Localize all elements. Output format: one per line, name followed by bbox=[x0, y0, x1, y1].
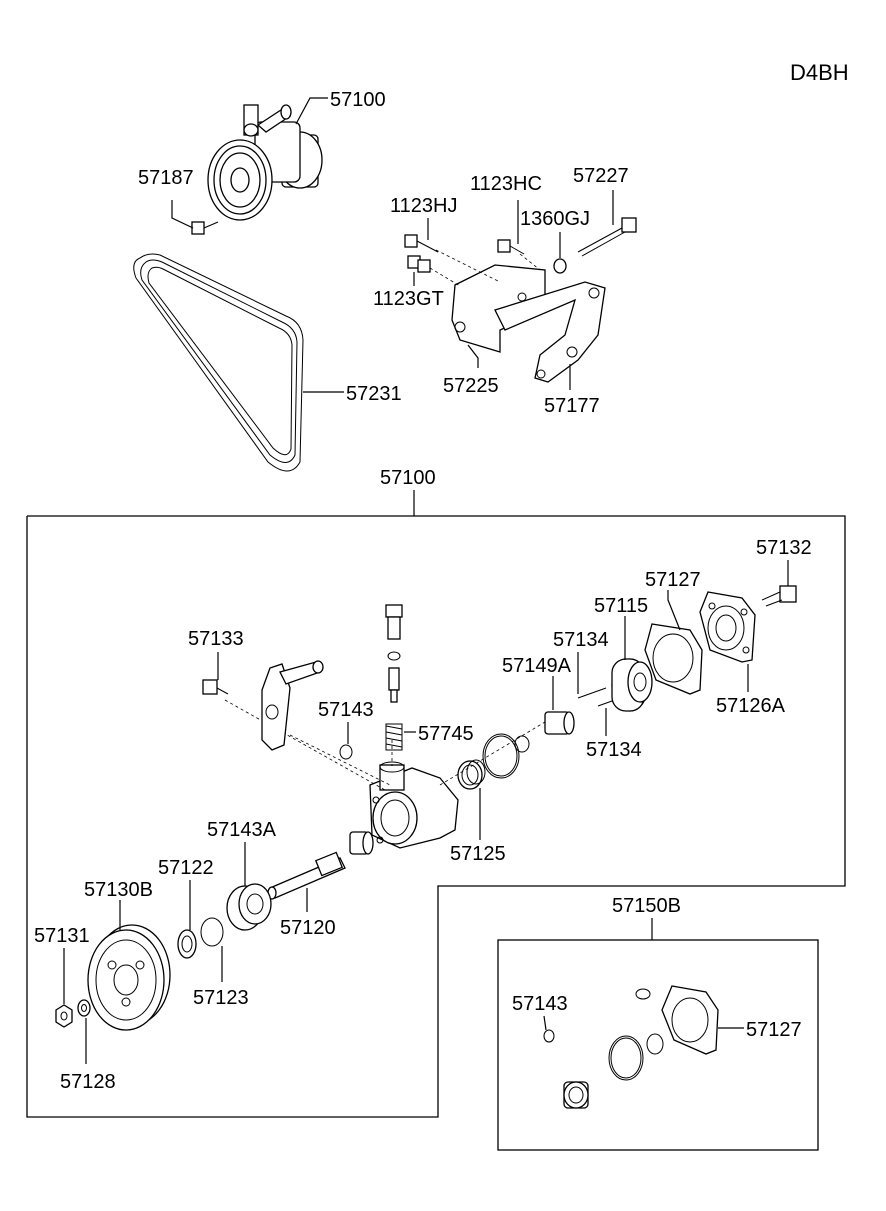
gasket-57127 bbox=[644, 623, 703, 695]
label-57120: 57120 bbox=[280, 917, 336, 939]
label-57177: 57177 bbox=[544, 395, 600, 417]
label-57227: 57227 bbox=[573, 165, 629, 187]
pump-body bbox=[369, 761, 459, 849]
label-57143-a: 57143 bbox=[318, 699, 374, 721]
kit-o-ring-small-top bbox=[635, 988, 651, 1000]
label-57100-box: 57100 bbox=[380, 467, 436, 489]
bolt-57187 bbox=[191, 221, 219, 235]
pulley-57130B bbox=[87, 924, 171, 1031]
label-57127-b: 57127 bbox=[746, 1019, 802, 1041]
snap-ring-57123 bbox=[200, 917, 224, 947]
washer-57128 bbox=[77, 999, 91, 1017]
kit-gasket-57127 bbox=[661, 985, 719, 1055]
label-57133: 57133 bbox=[188, 628, 244, 650]
rotor-57115 bbox=[611, 658, 653, 712]
engine-code: D4BH bbox=[790, 60, 849, 85]
leader-57143-b bbox=[543, 1015, 547, 1031]
shaft-57120 bbox=[267, 851, 346, 900]
label-57100-top: 57100 bbox=[330, 89, 386, 111]
washer-1360GJ bbox=[553, 258, 567, 274]
bolt-57133 bbox=[202, 679, 229, 695]
label-57187: 57187 bbox=[138, 167, 194, 189]
leader-57187 bbox=[171, 200, 194, 229]
bolt-57132 bbox=[761, 585, 797, 607]
kit-o-ring-medium bbox=[646, 1033, 664, 1055]
label-57150B: 57150B bbox=[612, 895, 681, 917]
label-57143-b: 57143 bbox=[512, 993, 568, 1015]
leader-57225 bbox=[467, 344, 479, 368]
bolt-1123HC bbox=[497, 239, 525, 255]
kit-bushing bbox=[563, 1081, 589, 1109]
label-57745: 57745 bbox=[418, 723, 474, 745]
cover-57126A bbox=[699, 591, 756, 663]
label-57127-a: 57127 bbox=[645, 569, 701, 591]
bolt-57227 bbox=[577, 217, 637, 257]
label-57130B: 57130B bbox=[84, 879, 153, 901]
label-57134-a: 57134 bbox=[553, 629, 609, 651]
seal-57125 bbox=[457, 759, 486, 790]
kit-o-ring-57143 bbox=[543, 1029, 555, 1043]
o-ring-small bbox=[514, 735, 530, 753]
kit-box-57150B bbox=[497, 939, 819, 1151]
label-1360GJ: 1360GJ bbox=[520, 208, 590, 230]
leader-57127-a bbox=[667, 590, 681, 631]
nut-57131 bbox=[55, 1004, 73, 1028]
assembly-box-57100 bbox=[26, 515, 846, 1118]
o-ring-large bbox=[482, 733, 520, 779]
bolt-1123HJ bbox=[404, 234, 439, 253]
leader-57100-top bbox=[295, 97, 328, 125]
label-1123HJ: 1123HJ bbox=[390, 195, 457, 217]
pin-57134-b bbox=[597, 700, 613, 707]
o-ring-57143 bbox=[339, 744, 353, 760]
label-57132: 57132 bbox=[756, 537, 812, 559]
label-57128: 57128 bbox=[60, 1071, 116, 1093]
spring-57745 bbox=[385, 723, 403, 751]
label-57225: 57225 bbox=[443, 375, 499, 397]
kit-o-ring-large bbox=[608, 1035, 644, 1081]
label-1123HC: 1123HC bbox=[470, 173, 542, 195]
fitting-top bbox=[385, 604, 403, 703]
bolt-1123GT bbox=[407, 255, 431, 273]
label-57115: 57115 bbox=[594, 595, 648, 617]
connector-pipe bbox=[261, 660, 324, 751]
belt-57231 bbox=[133, 253, 304, 472]
label-57131: 57131 bbox=[34, 925, 90, 947]
label-57149A: 57149A bbox=[502, 655, 572, 677]
bushing-57149A bbox=[544, 711, 575, 735]
label-57143A: 57143A bbox=[207, 819, 277, 841]
label-57126A: 57126A bbox=[716, 695, 786, 717]
label-1123GT: 1123GT bbox=[373, 288, 444, 310]
pump-assembly-top bbox=[207, 104, 323, 221]
label-57134-b: 57134 bbox=[586, 739, 642, 761]
bushing-small bbox=[349, 831, 374, 855]
label-57125: 57125 bbox=[450, 843, 506, 865]
bracket-57177 bbox=[494, 281, 606, 383]
label-57231: 57231 bbox=[346, 383, 402, 405]
bearing-57143A bbox=[226, 883, 272, 931]
seal-57122 bbox=[177, 929, 197, 959]
label-57123: 57123 bbox=[193, 987, 249, 1009]
label-57122: 57122 bbox=[158, 857, 214, 879]
pin-57134-a bbox=[577, 687, 607, 699]
